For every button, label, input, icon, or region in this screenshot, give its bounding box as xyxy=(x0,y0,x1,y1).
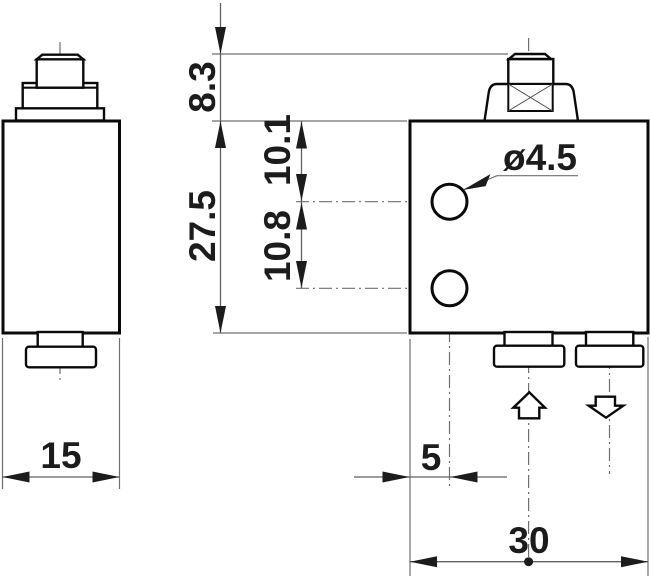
dim-label-5: 5 xyxy=(421,437,442,478)
arrowhead-up-icon xyxy=(296,202,307,230)
dia-label-4-5: ø4.5 xyxy=(503,137,577,178)
inlet-port-pad xyxy=(492,344,566,368)
lower-mounting-hole xyxy=(430,269,469,308)
side-view-button-top xyxy=(33,53,87,61)
flow-in-up-arrow-icon xyxy=(510,390,548,420)
dim-label-10-8: 10.8 xyxy=(257,210,298,282)
arrowhead-down-icon xyxy=(296,174,307,201)
front-view-button-stem xyxy=(507,57,555,86)
arrowhead-left-icon xyxy=(450,471,478,483)
arrowhead-down-icon xyxy=(296,261,307,288)
inlet-port-neck xyxy=(503,330,554,347)
side-view-body xyxy=(1,119,121,335)
diameter-callout: ø4.5 xyxy=(463,137,578,191)
leader-arrowhead-icon xyxy=(463,174,491,190)
centerline-dot-marker xyxy=(524,557,534,567)
arrowhead-right-icon xyxy=(382,471,410,483)
dimension-30: 30 xyxy=(410,520,648,568)
dimension-10-1-10-8: 10.1 10.8 xyxy=(257,114,307,289)
flow-out-down-arrow-icon xyxy=(584,395,628,420)
arrowhead-up-icon xyxy=(215,121,226,148)
dim-label-30: 30 xyxy=(508,520,549,561)
side-view xyxy=(1,53,121,369)
dimension-15: 15 xyxy=(2,435,120,483)
dimension-5: 5 xyxy=(354,437,507,483)
arrowhead-up-icon xyxy=(296,121,307,149)
dim-label-15: 15 xyxy=(40,435,81,476)
dim-label-8-3: 8.3 xyxy=(182,61,223,112)
side-view-foot-pad xyxy=(24,345,98,369)
arrowhead-down-icon xyxy=(215,306,226,333)
front-view-button-top xyxy=(505,52,555,61)
dim-label-10-1: 10.1 xyxy=(257,114,298,186)
seal-box-cross-icon xyxy=(508,83,553,112)
arrowhead-left-icon xyxy=(2,471,30,483)
outlet-port-neck xyxy=(584,330,635,347)
side-view-foot-neck xyxy=(36,330,84,348)
extension-lines xyxy=(1,53,649,576)
outlet-port-pad xyxy=(574,344,645,368)
arrowhead-left-icon xyxy=(410,556,437,568)
side-view-button-stem xyxy=(35,58,85,89)
dim-label-27-5: 27.5 xyxy=(182,190,223,262)
front-view xyxy=(408,52,650,420)
dimension-8-3-27-5: 8.3 27.5 xyxy=(182,3,226,333)
arrowhead-right-icon xyxy=(621,556,648,568)
upper-mounting-hole xyxy=(430,182,469,221)
arrowhead-right-icon xyxy=(92,471,120,483)
side-view-cap-flange xyxy=(14,107,106,122)
arrowhead-down-icon xyxy=(215,27,226,54)
